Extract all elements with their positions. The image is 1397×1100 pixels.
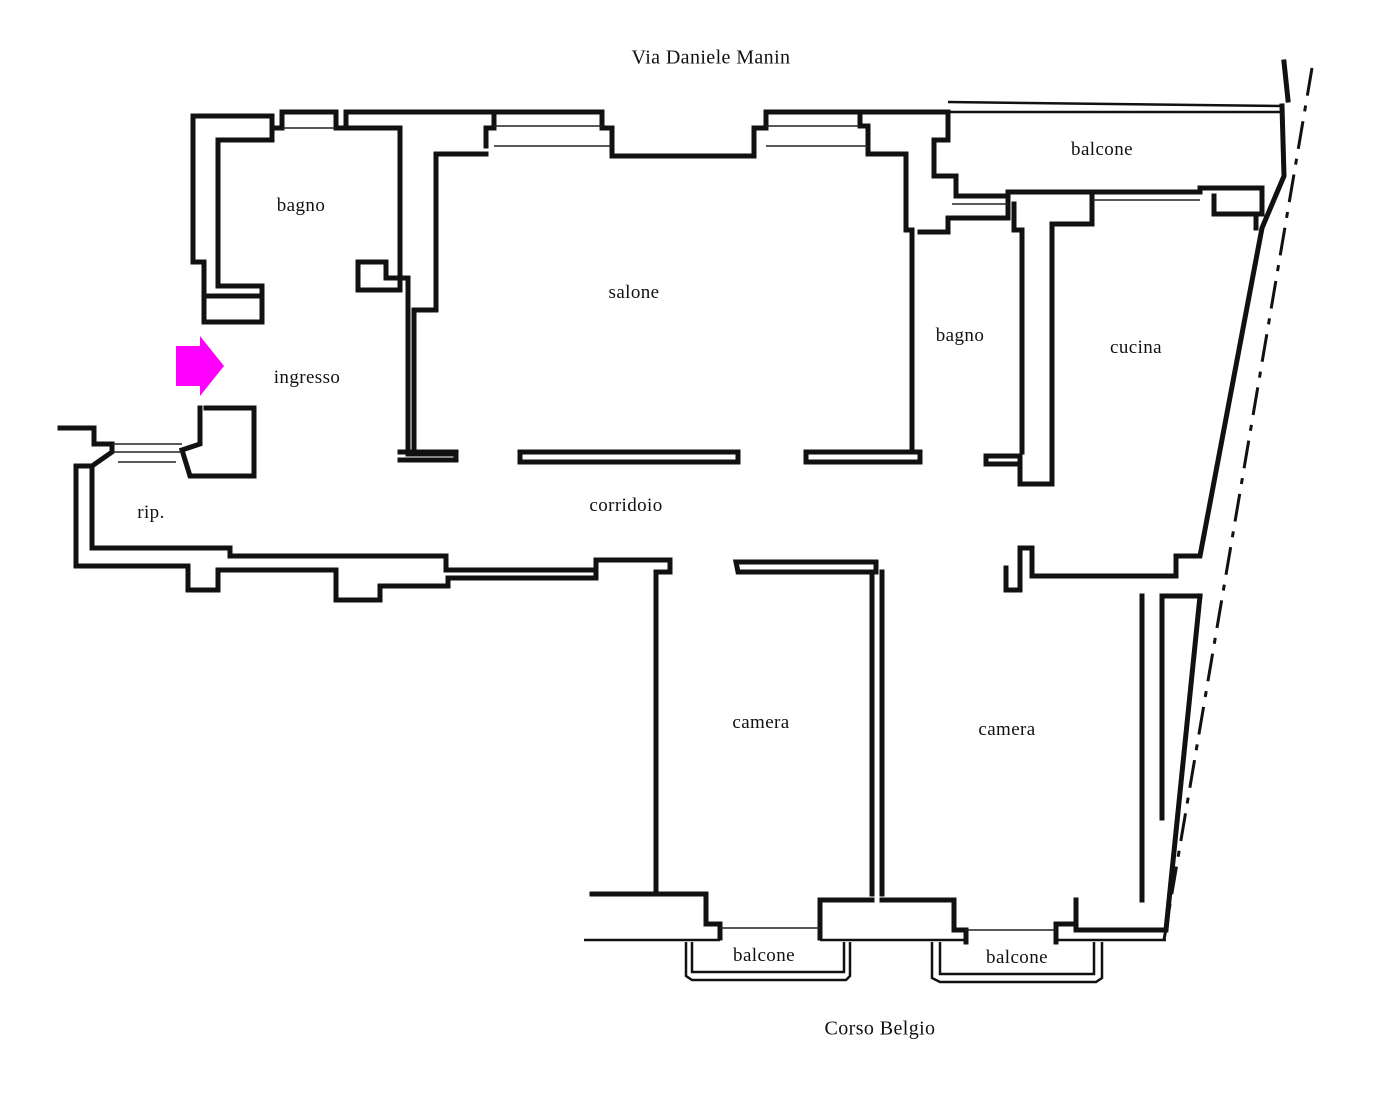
south-balconies — [684, 942, 1104, 984]
room-label-corridoio: corridoio — [589, 495, 663, 516]
room-label-bagno-left: bagno — [276, 195, 326, 216]
room-label-camera-right: camera — [978, 719, 1036, 740]
room-label-salone: salone — [608, 282, 660, 303]
cucina-walls — [917, 185, 1265, 487]
room-label-balcone-south-right: balcone — [986, 947, 1048, 968]
room-label-ingresso: ingresso — [273, 367, 341, 388]
street-label-south: Corso Belgio — [824, 1017, 936, 1040]
street-label-north: Via Daniele Manin — [631, 46, 791, 69]
east-facade — [1029, 59, 1314, 941]
rip-walls — [57, 425, 673, 897]
room-label-camera-left: camera — [732, 712, 790, 733]
room-label-cucina: cucina — [1110, 337, 1162, 358]
room-label-balcone-north: balcone — [1071, 139, 1133, 160]
room-label-rip: rip. — [137, 502, 165, 523]
salone-walls — [397, 151, 923, 465]
north-facade-wall — [190, 100, 1283, 265]
room-label-balcone-south-left: balcone — [733, 945, 795, 966]
entrance-arrow-icon — [176, 336, 224, 396]
camere-walls — [584, 545, 1166, 945]
room-label-bagno-right: bagno — [935, 325, 985, 346]
ingresso-walls — [178, 125, 457, 479]
